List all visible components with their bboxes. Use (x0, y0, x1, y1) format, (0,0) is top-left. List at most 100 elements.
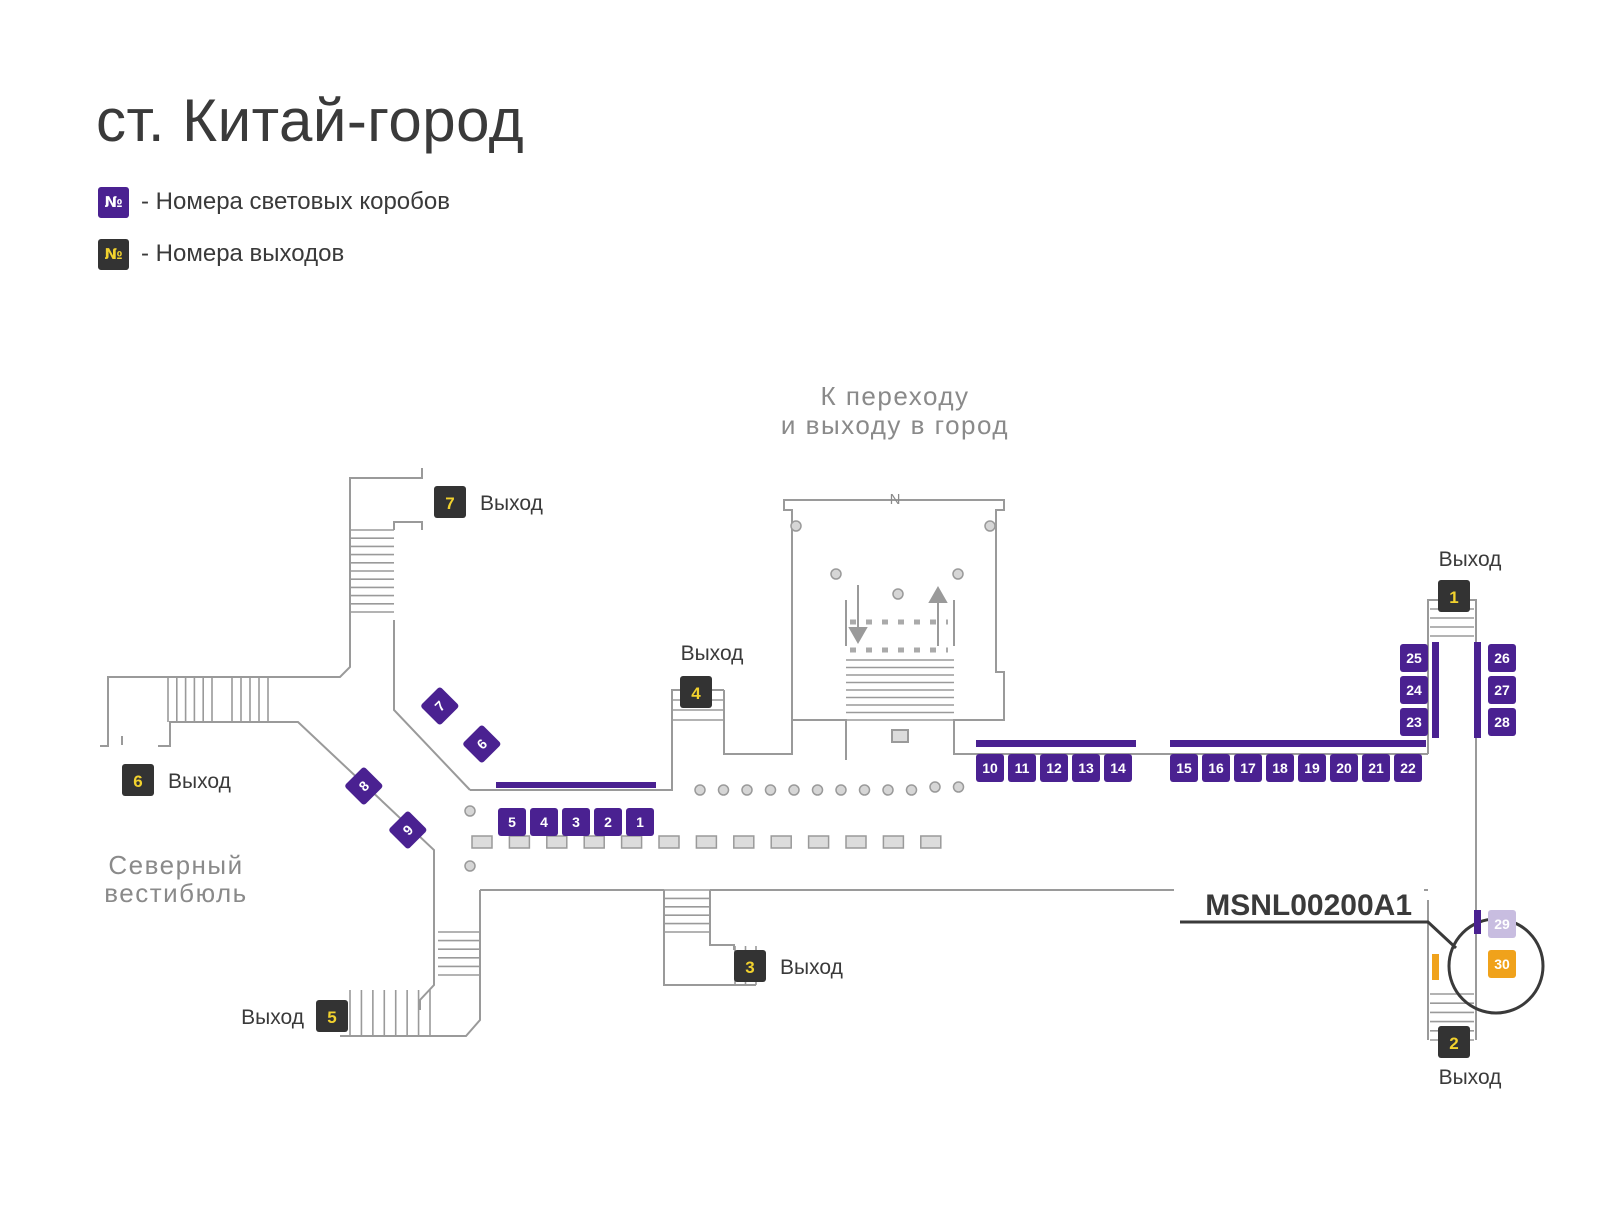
column-marker (835, 784, 847, 796)
bench-marker (620, 835, 643, 849)
light-box-number: 3 (572, 814, 580, 830)
column-marker (790, 520, 802, 532)
light-box-number: 2 (604, 814, 612, 830)
light-box-17[interactable]: 17 (1234, 754, 1262, 782)
light-box-number: 28 (1494, 714, 1510, 730)
light-box-chip (1298, 754, 1326, 782)
light-box-13[interactable]: 13 (1072, 754, 1100, 782)
exit-number: 7 (445, 494, 454, 513)
light-box-strip (496, 782, 656, 788)
light-box-12[interactable]: 12 (1040, 754, 1068, 782)
light-box-chip (1170, 754, 1198, 782)
light-box-21[interactable]: 21 (1362, 754, 1390, 782)
light-box-chip (1202, 754, 1230, 782)
turnstile-block (891, 729, 909, 743)
legend-exit-chip: № (98, 238, 129, 270)
light-box-28[interactable]: 28 (1488, 708, 1516, 736)
light-box-chip (1488, 644, 1516, 672)
light-box-23[interactable]: 23 (1400, 708, 1428, 736)
bench-marker (807, 835, 830, 849)
light-box-chip (1488, 708, 1516, 736)
exit-chip (734, 950, 766, 982)
light-box-number: 4 (540, 814, 548, 830)
light-box-25[interactable]: 25 (1400, 644, 1428, 672)
light-box-strips (496, 642, 1481, 980)
column-marker (464, 805, 476, 817)
light-box-number: 13 (1078, 760, 1094, 776)
exit-chip (434, 486, 466, 518)
light-box-16[interactable]: 16 (1202, 754, 1230, 782)
light-box-22[interactable]: 22 (1394, 754, 1422, 782)
light-box-3[interactable]: 3 (562, 808, 590, 836)
light-box-chip (1234, 754, 1262, 782)
exit-number: 1 (1449, 588, 1458, 607)
light-box-30[interactable]: 30 (1488, 950, 1516, 978)
light-box-number: 24 (1406, 682, 1422, 698)
exit-number: 4 (691, 684, 701, 703)
light-box-number: 15 (1176, 760, 1192, 776)
station-title: ст. Китай-город (96, 87, 525, 154)
light-box-number: 12 (1046, 760, 1062, 776)
exit-chip (316, 1000, 348, 1032)
light-box-20[interactable]: 20 (1330, 754, 1358, 782)
light-box-number: 20 (1336, 760, 1352, 776)
light-box-19[interactable]: 19 (1298, 754, 1326, 782)
light-box-1[interactable]: 1 (626, 808, 654, 836)
exit-chip (122, 764, 154, 796)
column-marker (717, 784, 730, 796)
light-box-strip (1474, 910, 1481, 934)
light-box-number: 26 (1494, 650, 1510, 666)
light-box-chip (1394, 754, 1422, 782)
arrow-down-icon (848, 627, 868, 645)
light-box-number: 19 (1304, 760, 1320, 776)
light-box-5[interactable]: 5 (498, 808, 526, 836)
light-box-14[interactable]: 14 (1104, 754, 1132, 782)
light-box-strip (976, 740, 1136, 747)
light-box-10[interactable]: 10 (976, 754, 1004, 782)
light-box-4[interactable]: 4 (530, 808, 558, 836)
bench-marker (471, 835, 493, 849)
exit-chip (1438, 1026, 1470, 1058)
light-box-29[interactable]: 29 (1488, 910, 1516, 938)
legend-box-text: - Номера световых коробов (141, 188, 450, 215)
column-marker (858, 784, 871, 796)
light-box-chip (1488, 910, 1516, 938)
light-box-strip (1170, 740, 1426, 747)
light-box-6[interactable]: 6 (462, 724, 502, 764)
light-box-chip (1488, 676, 1516, 704)
light-box-chip (976, 754, 1004, 782)
light-box-8[interactable]: 8 (344, 766, 384, 806)
light-box-chip (345, 767, 383, 805)
light-box-number: 23 (1406, 714, 1422, 730)
exit-number: 2 (1449, 1034, 1458, 1053)
light-box-15[interactable]: 15 (1170, 754, 1198, 782)
light-box-26[interactable]: 26 (1488, 644, 1516, 672)
light-box-11[interactable]: 11 (1008, 754, 1036, 782)
legend-item-exits: № - Номера выходов (98, 238, 344, 270)
light-box-number: 22 (1400, 760, 1416, 776)
light-box-chip (1362, 754, 1390, 782)
bench-marker (733, 835, 755, 849)
light-box-24[interactable]: 24 (1400, 676, 1428, 704)
light-box-27[interactable]: 27 (1488, 676, 1516, 704)
column-marker (811, 784, 824, 796)
column-marker (764, 784, 777, 796)
light-box-chip (1266, 754, 1294, 782)
light-box-chip (1488, 950, 1516, 978)
light-box-number: 17 (1240, 760, 1256, 776)
bench-marker (882, 835, 905, 849)
light-box-2[interactable]: 2 (594, 808, 622, 836)
light-box-18[interactable]: 18 (1266, 754, 1294, 782)
light-box-7[interactable]: 7 (420, 686, 460, 726)
light-box-9[interactable]: 9 (388, 810, 428, 850)
light-box-chip (1400, 708, 1428, 736)
highlight-strip (1432, 954, 1439, 980)
